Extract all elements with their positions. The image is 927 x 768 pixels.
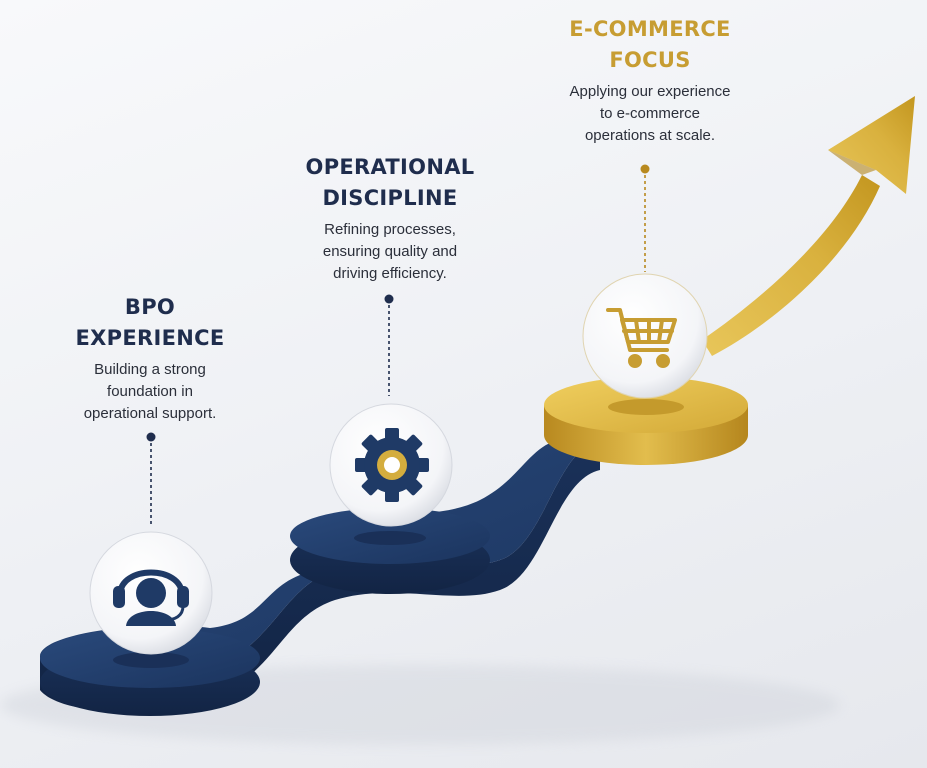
desc-line: ensuring quality and [322, 243, 458, 260]
stage-bpo-text: BPO EXPERIENCE Building a strong foundat… [50, 292, 250, 425]
desc-line: Building a strong [94, 361, 206, 378]
stage-description: Applying our experience to e-commerce op… [545, 81, 755, 147]
title-line: BPO [124, 295, 176, 319]
connector-ecommerce [640, 164, 650, 272]
growth-arrow [702, 96, 915, 356]
stage-title: E-COMMERCE FOCUS [545, 14, 755, 76]
stage-operational-text: OPERATIONAL DISCIPLINE Refining processe… [290, 152, 490, 285]
gear-icon [355, 428, 429, 502]
desc-line: driving efficiency. [333, 265, 447, 282]
desc-line: foundation in [107, 383, 193, 400]
gold-platform [544, 377, 748, 465]
headset-user-icon [113, 569, 189, 626]
title-line: E-COMMERCE [569, 17, 731, 41]
stage-operational-node [329, 403, 453, 545]
shopping-cart-icon [606, 308, 677, 368]
desc-line: to e-commerce [599, 105, 701, 122]
desc-line: operations at scale. [584, 127, 716, 144]
desc-line: Applying our experience [569, 83, 731, 100]
stage-bpo-node [89, 531, 213, 668]
title-line: EXPERIENCE [75, 326, 225, 350]
stage-title: OPERATIONAL DISCIPLINE [290, 152, 490, 214]
stage-title: BPO EXPERIENCE [50, 292, 250, 354]
desc-line: Refining processes, [324, 221, 456, 238]
title-line: FOCUS [609, 48, 691, 72]
connector-operational [384, 294, 394, 396]
stage-description: Building a strong foundation in operatio… [50, 359, 250, 425]
stage-ecommerce-node [582, 273, 708, 415]
desc-line: operational support. [83, 405, 217, 422]
stage-description: Refining processes, ensuring quality and… [290, 219, 490, 285]
title-line: DISCIPLINE [322, 186, 458, 210]
title-line: OPERATIONAL [305, 155, 475, 179]
stage-ecommerce-text: E-COMMERCE FOCUS Applying our experience… [545, 14, 755, 147]
connector-bpo [146, 432, 156, 525]
